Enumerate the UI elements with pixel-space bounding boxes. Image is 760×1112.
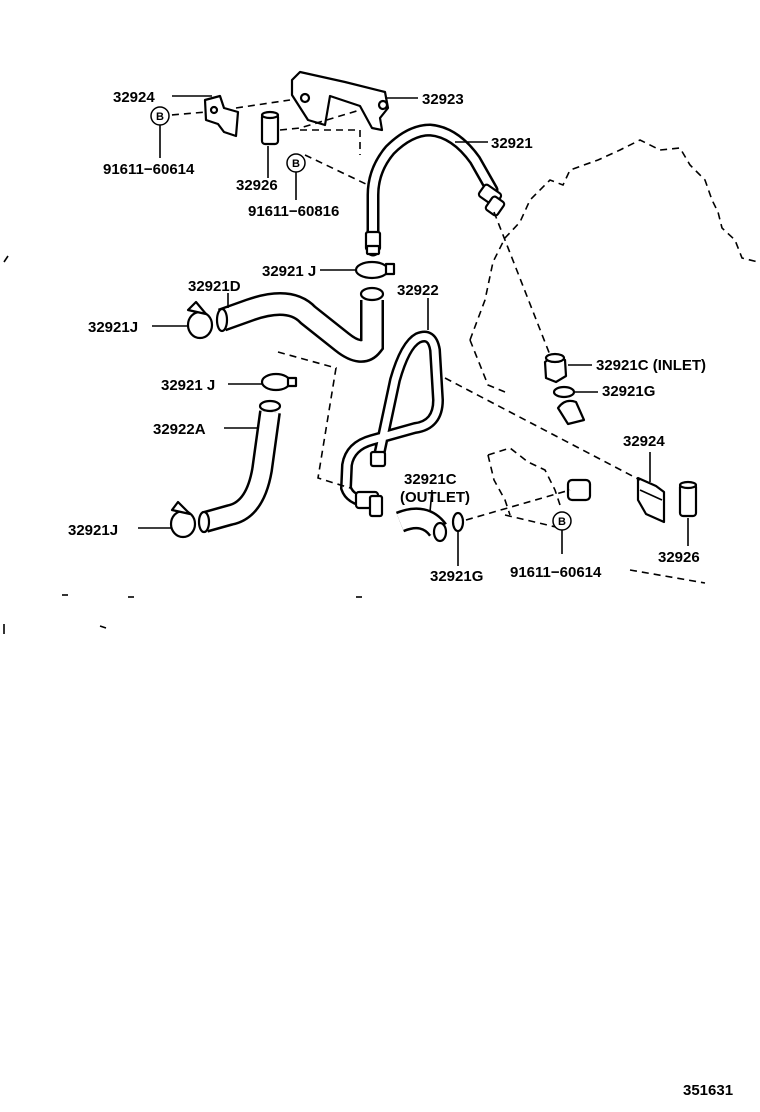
label-32921D: 32921D [188,278,241,295]
sleeve-near-inlet [556,399,586,426]
leader-lines [138,95,689,566]
clamp-32921J-bottom [169,500,197,539]
label-32926-top: 32926 [236,177,278,194]
label-bolt-top-mid: 91611−60816 [248,203,339,220]
label-32923: 32923 [422,91,464,108]
clamp-32921J-mid [260,372,298,392]
outlet-union-32921C [395,507,448,543]
sleeve-32926-right [678,480,698,518]
label-outlet-tag: (OUTLET) [400,489,470,506]
label-32921G-2: 32921G [430,568,483,585]
callout-b-letter: B [292,158,300,170]
label-32926-right: 32926 [658,549,700,566]
inlet-union-32921C [543,352,568,384]
label-bolt-top-left: 91611−60614 [103,161,195,178]
label-32922: 32922 [397,282,439,299]
transmission-outline [469,139,759,341]
callout-b-top-mid: B [286,153,306,173]
label-bolt-bottom: 91611−60614 [510,564,602,581]
bracket-32923 [290,70,390,132]
label-32921J-2: 32921J [88,319,138,336]
sleeve-32926-top [260,110,280,146]
label-32921G-1: 32921G [602,383,655,400]
gasket-32921G-bottom [451,511,465,533]
scan-marks [3,255,362,634]
label-32921J-3: 32921 J [161,377,215,394]
hose-32921D [215,286,385,363]
bracket-32924-right [636,476,666,524]
clamp-32921J-left [186,300,214,340]
transmission-outline-lower [469,339,506,393]
pipe-32922 [339,330,445,518]
callout-b-letter: B [156,111,164,123]
bracket-32924-top [203,94,240,138]
label-32921C-outlet: 32921C [404,471,457,488]
callout-b-letter: B [558,516,566,528]
clamp-32921J-top [354,260,396,280]
callout-b-top-left: B [150,106,170,126]
housing-outline [487,447,561,506]
label-32921C-inlet: 32921C (INLET) [596,357,706,374]
label-32922A: 32922A [153,421,206,438]
pipe-32921 [364,123,506,257]
callout-b-bottom: B [552,511,572,531]
label-32924-right: 32924 [623,433,665,450]
label-32921J-4: 32921J [68,522,118,539]
label-32921J-1: 32921 J [262,263,316,280]
diagram-number: 351631 [683,1082,733,1099]
hose-32922A [197,399,282,534]
assembly-lines [159,99,706,584]
gasket-32921G-top [552,385,576,399]
label-32924-top: 32924 [113,89,155,106]
label-32921: 32921 [491,135,533,152]
sleeve-near-bracket [566,478,592,502]
housing-outline-2 [487,454,511,516]
